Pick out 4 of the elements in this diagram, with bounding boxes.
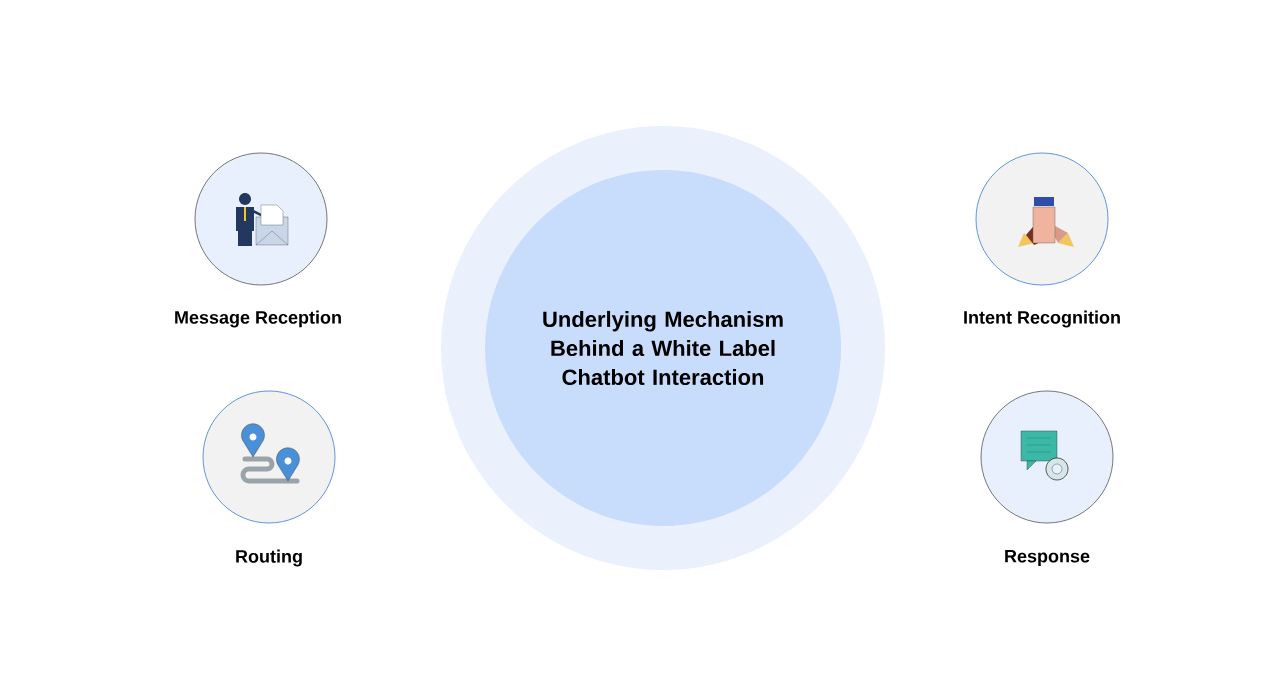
step-label: Intent Recognition: [964, 310, 1120, 328]
step-label: Response: [1005, 549, 1090, 567]
step-label: Routing: [236, 549, 302, 567]
step-label: Message Reception: [175, 310, 341, 328]
